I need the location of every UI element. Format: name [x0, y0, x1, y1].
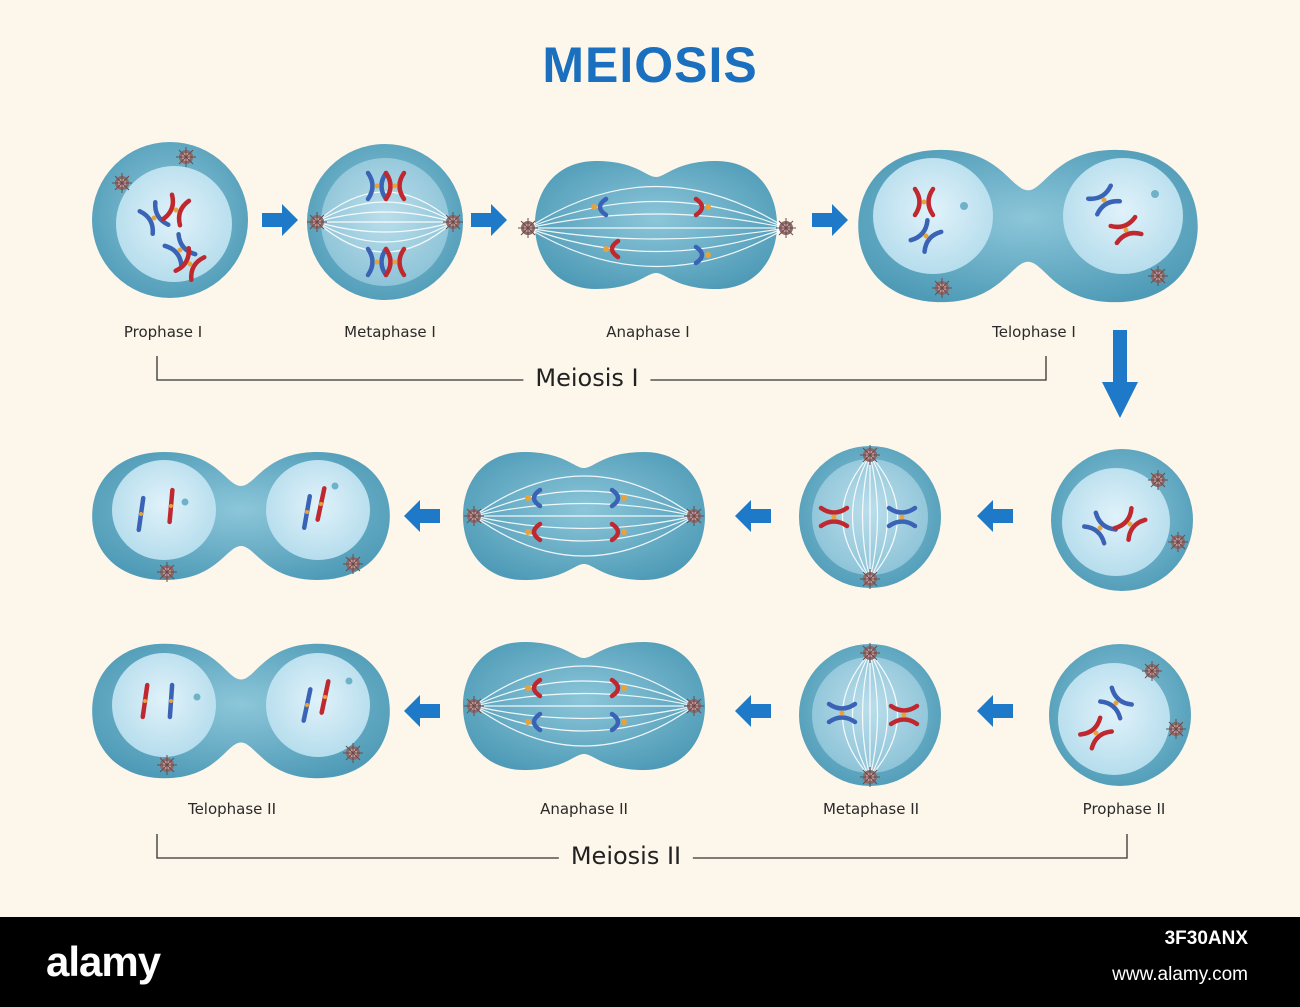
cell-prophase-2-b	[1049, 644, 1191, 786]
label-metaphase-1: Metaphase I	[344, 323, 436, 341]
arrow-left-icon	[977, 500, 1013, 532]
arrow-left-icon	[735, 500, 771, 532]
cell-diagram-canvas	[92, 142, 1198, 859]
label-metaphase-2: Metaphase II	[822, 800, 920, 818]
cell-prophase-1	[92, 142, 248, 298]
watermark-footer	[0, 917, 1300, 1007]
label-telophase-1: Telophase I	[992, 323, 1076, 341]
arrow-left-icon	[404, 500, 440, 532]
page-title: MEIOSIS	[542, 37, 758, 93]
watermark-url: www.alamy.com	[1112, 964, 1248, 985]
cell-prophase-2-a	[1051, 449, 1193, 591]
label-prophase-2: Prophase II	[1082, 800, 1166, 818]
label-telophase-2: Telophase II	[187, 800, 277, 818]
arrow-down-icon	[1102, 330, 1138, 418]
label-prophase-1: Prophase I	[123, 323, 203, 341]
label-meiosis-2: Meiosis II	[558, 842, 694, 870]
label-meiosis-1: Meiosis I	[523, 364, 651, 392]
cell-metaphase-2-a	[799, 444, 941, 590]
cell-anaphase-1	[517, 161, 797, 289]
cell-metaphase-1	[306, 144, 464, 300]
cell-anaphase-2-b	[463, 642, 705, 770]
arrow-left-icon	[735, 695, 771, 727]
cell-telophase-2-b	[92, 643, 390, 779]
watermark-logo: alamy	[46, 938, 161, 985]
cell-telophase-2-a	[92, 452, 390, 583]
arrow-right-icon	[812, 204, 848, 236]
cell-anaphase-2-a	[463, 452, 705, 580]
cell-telophase-1	[858, 149, 1198, 303]
arrow-right-icon	[471, 204, 507, 236]
label-anaphase-2: Anaphase II	[540, 800, 628, 818]
label-anaphase-1: Anaphase I	[606, 323, 690, 341]
watermark-image-id: 3F30ANX	[1164, 928, 1248, 949]
arrow-left-icon	[977, 695, 1013, 727]
arrow-right-icon	[262, 204, 298, 236]
cell-metaphase-2-b	[799, 642, 941, 788]
arrow-left-icon	[404, 695, 440, 727]
